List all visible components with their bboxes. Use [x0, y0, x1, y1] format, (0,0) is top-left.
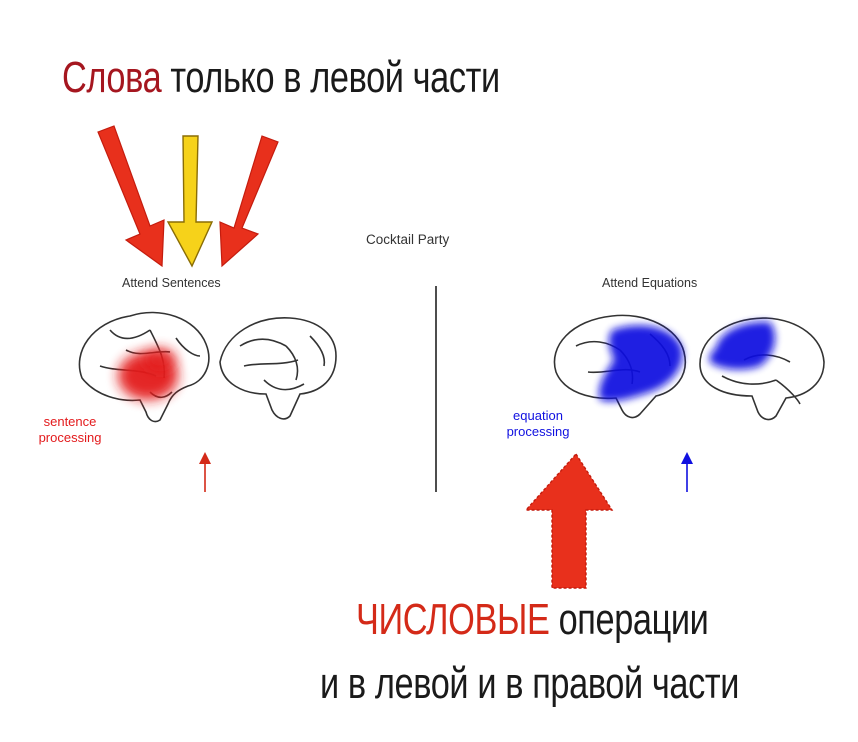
- bottom-caption-line1-rest: операции: [558, 595, 709, 644]
- headline: Слова только в левой части: [62, 52, 500, 104]
- headline-accent-word: Слова: [62, 53, 162, 102]
- bottom-caption-line1: ЧИСЛОВЫЕ операции: [356, 594, 709, 646]
- left-brain-medial: [219, 317, 337, 420]
- left-panel-title: Attend Sentences: [122, 276, 221, 290]
- right-panel-title: Attend Equations: [602, 276, 698, 290]
- bottom-caption-accent-word: ЧИСЛОВЫЕ: [356, 595, 550, 644]
- sentence-processing-label: sentence processing: [20, 414, 120, 446]
- bottom-caption-line2: и в левой и в правой части: [320, 659, 739, 708]
- equation-processing-line1: equation: [513, 408, 563, 423]
- equation-activation-blob-left: [599, 325, 683, 402]
- sentence-processing-line1: sentence: [43, 414, 97, 429]
- sentence-processing-line2: processing: [38, 430, 102, 445]
- right-indicator-arrow: [681, 452, 693, 492]
- red-arrow-up-large: [524, 452, 614, 589]
- equation-activation-blob-right: [709, 321, 775, 370]
- sentence-activation-blob-upper: [144, 348, 176, 372]
- red-arrow-left: [97, 125, 165, 268]
- figure-title: Cocktail Party: [366, 232, 450, 247]
- red-arrow-right: [219, 135, 279, 268]
- equation-processing-label: equation processing: [488, 408, 588, 440]
- left-indicator-arrow: [199, 452, 211, 492]
- equation-processing-line2: processing: [506, 424, 570, 439]
- yellow-arrow-center: [166, 135, 214, 268]
- headline-rest: только в левой части: [170, 53, 500, 102]
